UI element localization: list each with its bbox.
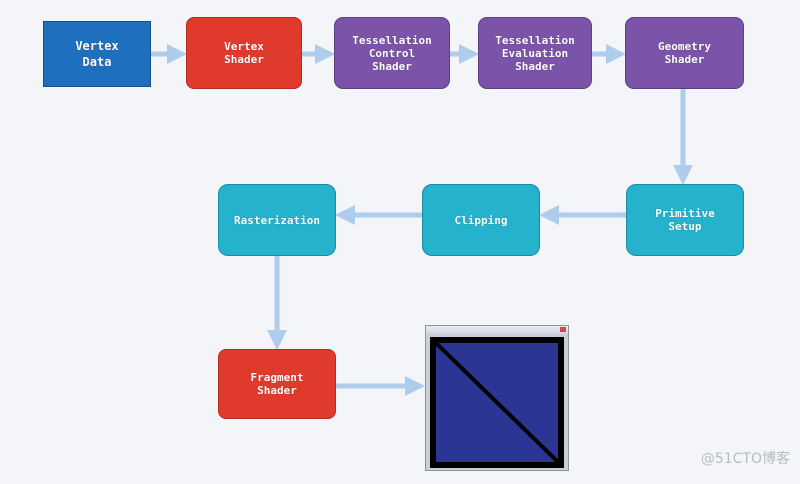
geometry-shader-label: Geometry Shader [658,40,711,66]
primitive-setup-node: Primitive Setup [626,184,744,256]
tessellation-evaluation-shader-node: Tessellation Evaluation Shader [478,17,592,89]
rasterization-node: Rasterization [218,184,336,256]
tessellation-evaluation-shader-label: Tessellation Evaluation Shader [495,33,575,73]
rendered-square [432,339,562,466]
clipping-node: Clipping [422,184,540,256]
vertex-shader-label: Vertex Shader [224,40,264,66]
primitive-setup-label: Primitive Setup [655,207,715,233]
tessellation-control-shader-label: Tessellation Control Shader [352,33,432,73]
output-window-titlebar [426,326,568,334]
fragment-shader-node: Fragment Shader [218,349,336,419]
rasterization-label: Rasterization [233,213,321,227]
clipping-label: Clipping [454,213,508,227]
watermark-text: @51CTO博客 [700,451,790,467]
window-close-icon [560,327,566,332]
vertex-shader-node: Vertex Shader [186,17,302,89]
vertex-data-node: Vertex Data [43,21,151,87]
diagonal-line [434,341,560,464]
output-canvas [430,337,564,468]
fragment-shader-label: Fragment Shader [250,371,304,397]
vertex-data-label: Vertex Data [75,39,119,69]
output-window [425,325,569,471]
geometry-shader-node: Geometry Shader [625,17,744,89]
tessellation-control-shader-node: Tessellation Control Shader [334,17,450,89]
